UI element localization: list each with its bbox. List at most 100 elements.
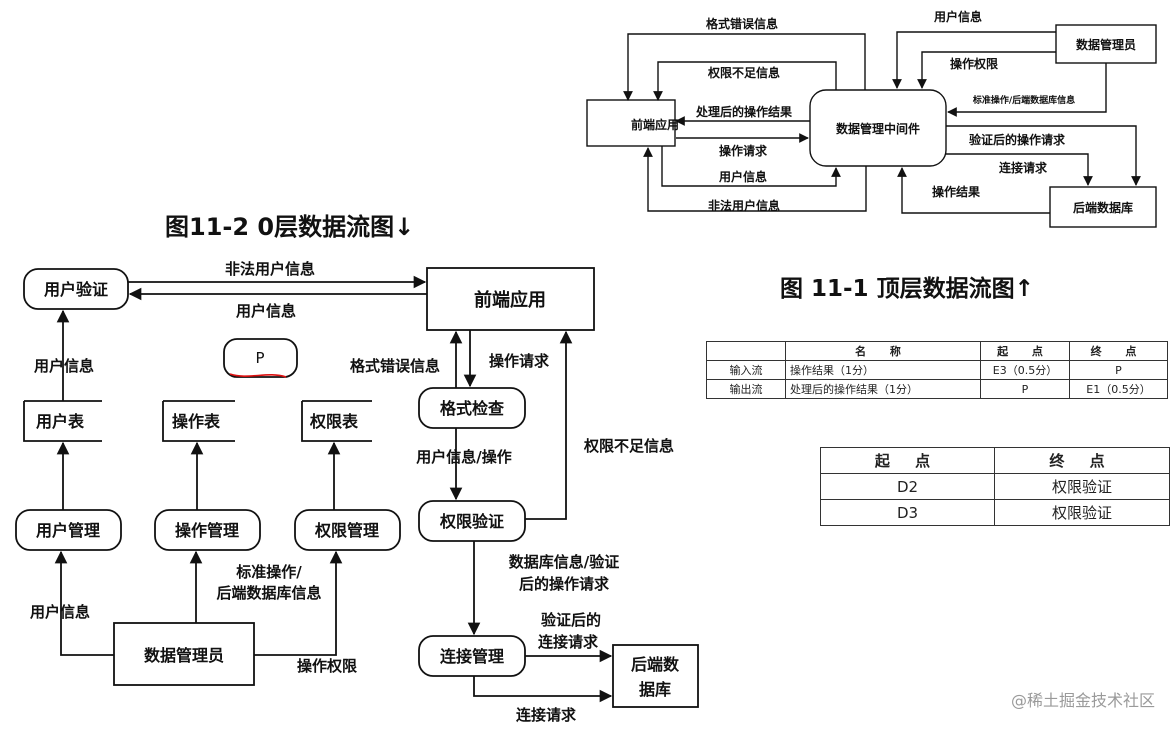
store-table-header: 起 点 终 点 [820, 447, 1170, 474]
l0-label-user-info-op: 用户信息/操作 [416, 448, 511, 466]
l0-label-insufficient-perm: 权限不足信息 [583, 437, 674, 455]
table-cell: 输出流 [706, 379, 786, 399]
l0-node-admin: 数据管理员 [144, 646, 224, 665]
table-cell: D3 [820, 499, 995, 526]
level0-dfd [15, 267, 699, 708]
l0-perm-verify-box [418, 500, 526, 542]
table-cell: D2 [820, 473, 995, 500]
l0-perm-table-store [301, 401, 372, 442]
l0-op-table-store [162, 401, 235, 442]
top-label-op-request: 操作请求 [719, 143, 768, 158]
l0-label-db-info-line2: 后的操作请求 [519, 575, 610, 593]
top-flow-user-info-line [661, 146, 841, 187]
l0-label-format-error: 格式错误信息 [350, 357, 440, 375]
l0-format-check-box [418, 387, 526, 429]
table-row: 输出流 处理后的操作结果（1分） P E1（0.5分） [706, 379, 1168, 399]
flow-table-header-name: 名 称 [785, 341, 981, 361]
l0-node-perm-verify: 权限验证 [439, 512, 504, 531]
top-node-admin: 数据管理员 [1076, 37, 1136, 52]
top-flow-admin-user-info-line [892, 31, 1056, 89]
top-label-processed-result: 处理后的操作结果 [695, 104, 792, 119]
top-label-verified-request: 验证后的操作请求 [969, 132, 1066, 147]
l0-flow-insufficient-perm [525, 330, 573, 520]
top-level-labels: 前端应用 数据管理中间件 数据管理员 后端数据库 格式错误信息 权限不足信息 处… [631, 9, 1136, 302]
top-flow-connect-request-line [946, 153, 1093, 186]
top-label-format-error: 格式错误信息 [706, 16, 778, 31]
top-flow-verified-request-line [946, 125, 1141, 186]
table-row: D2 权限验证 [820, 473, 1170, 500]
store-table: 起 点 终 点 D2 权限验证 D3 权限验证 [820, 447, 1170, 526]
store-table-header-end: 终 点 [994, 447, 1170, 474]
top-flow-std-op-line [947, 63, 1107, 117]
l0-node-frontend: 前端应用 [474, 289, 546, 311]
l0-flow-connect-request [473, 676, 613, 703]
table-cell: E1（0.5分） [1069, 379, 1168, 399]
l0-label-admin-user-info: 用户信息 [30, 603, 90, 621]
l0-label-std-op-line1: 标准操作/ [235, 563, 302, 581]
l0-user-verify-box [23, 268, 129, 310]
l0-node-backend-db-line1: 后端数 [631, 655, 680, 674]
table-cell: P [1069, 360, 1168, 380]
table-cell: 输入流 [706, 360, 786, 380]
l0-p-red-mark [229, 373, 287, 378]
flow-table-header-end: 终 点 [1069, 341, 1168, 361]
l0-node-backend-db-line2: 据库 [639, 680, 671, 699]
top-node-backend-db: 后端数据库 [1073, 200, 1133, 215]
flow-table-header-start: 起 点 [980, 341, 1070, 361]
l0-label-op-permission: 操作权限 [297, 657, 357, 675]
l0-frontend-box [426, 267, 595, 331]
l0-node-perm-table: 权限表 [309, 412, 359, 431]
top-level-dfd [586, 24, 1157, 228]
flow-table-header: 名 称 起 点 终 点 [706, 341, 1168, 361]
l0-label-user-info-left: 用户信息 [34, 357, 94, 375]
l0-flow-admin-op-permission [254, 550, 343, 656]
top-middleware-box [809, 89, 947, 167]
l0-p-box [223, 338, 298, 378]
watermark: @稀土掘金技术社区 [1011, 691, 1155, 710]
l0-node-perm-mgmt: 权限管理 [314, 521, 379, 540]
top-node-frontend: 前端应用 [631, 117, 679, 132]
flow-table: 名 称 起 点 终 点 输入流 操作结果（1分） E3（0.5分） P 输出流 … [706, 341, 1168, 399]
table-cell: 操作结果（1分） [785, 360, 981, 380]
top-label-user-info: 用户信息 [718, 169, 767, 184]
table-row: 输入流 操作结果（1分） E3（0.5分） P [706, 360, 1168, 380]
top-label-std-op: 标准操作/后端数据库信息 [972, 94, 1075, 106]
l0-label-verified-conn-line1: 验证后的 [541, 611, 601, 629]
table-cell: 权限验证 [994, 499, 1170, 526]
top-flow-op-permission-line [917, 51, 1056, 89]
l0-perm-mgmt-box [294, 509, 401, 551]
table-cell: E3（0.5分） [980, 360, 1070, 380]
l0-node-op-mgmt: 操作管理 [175, 521, 239, 540]
table-cell: 权限验证 [994, 473, 1170, 500]
l0-label-illegal-user: 非法用户信息 [225, 260, 315, 278]
table-cell: P [980, 379, 1070, 399]
l0-node-user-verify: 用户验证 [44, 280, 108, 299]
top-flow-format-error-line [623, 33, 866, 101]
flow-table-header-blank [706, 341, 786, 361]
store-table-header-start: 起 点 [820, 447, 995, 474]
l0-backend-db-box [612, 644, 699, 708]
top-label-connect-request: 连接请求 [999, 160, 1048, 175]
l0-user-table-store [23, 401, 102, 442]
l0-label-connect-request: 连接请求 [516, 706, 577, 724]
l0-label-user-info-top: 用户信息 [236, 302, 296, 320]
top-flow-insufficient-perm-line [653, 61, 837, 101]
top-flow-op-result-line [897, 167, 1050, 214]
l0-node-format-check: 格式检查 [440, 399, 504, 418]
top-flow-illegal-user-line [643, 147, 867, 212]
level0-caption: 图11-2 0层数据流图↓ [165, 213, 414, 241]
l0-label-op-request: 操作请求 [489, 352, 550, 370]
l0-node-user-table: 用户表 [36, 412, 85, 431]
l0-op-mgmt-box [154, 509, 261, 551]
l0-user-mgmt-box [15, 509, 122, 551]
l0-node-op-table: 操作表 [172, 412, 221, 431]
top-backend-db-box [1049, 186, 1157, 228]
top-label-op-permission: 操作权限 [950, 56, 998, 71]
top-caption: 图 11-1 顶层数据流图↑ [780, 275, 1034, 302]
l0-admin-box [113, 622, 255, 686]
top-label-illegal-user: 非法用户信息 [708, 198, 780, 213]
l0-label-db-info-line1: 数据库信息/验证 [509, 553, 619, 571]
l0-node-p: P [255, 349, 264, 367]
l0-node-user-mgmt: 用户管理 [36, 521, 100, 540]
